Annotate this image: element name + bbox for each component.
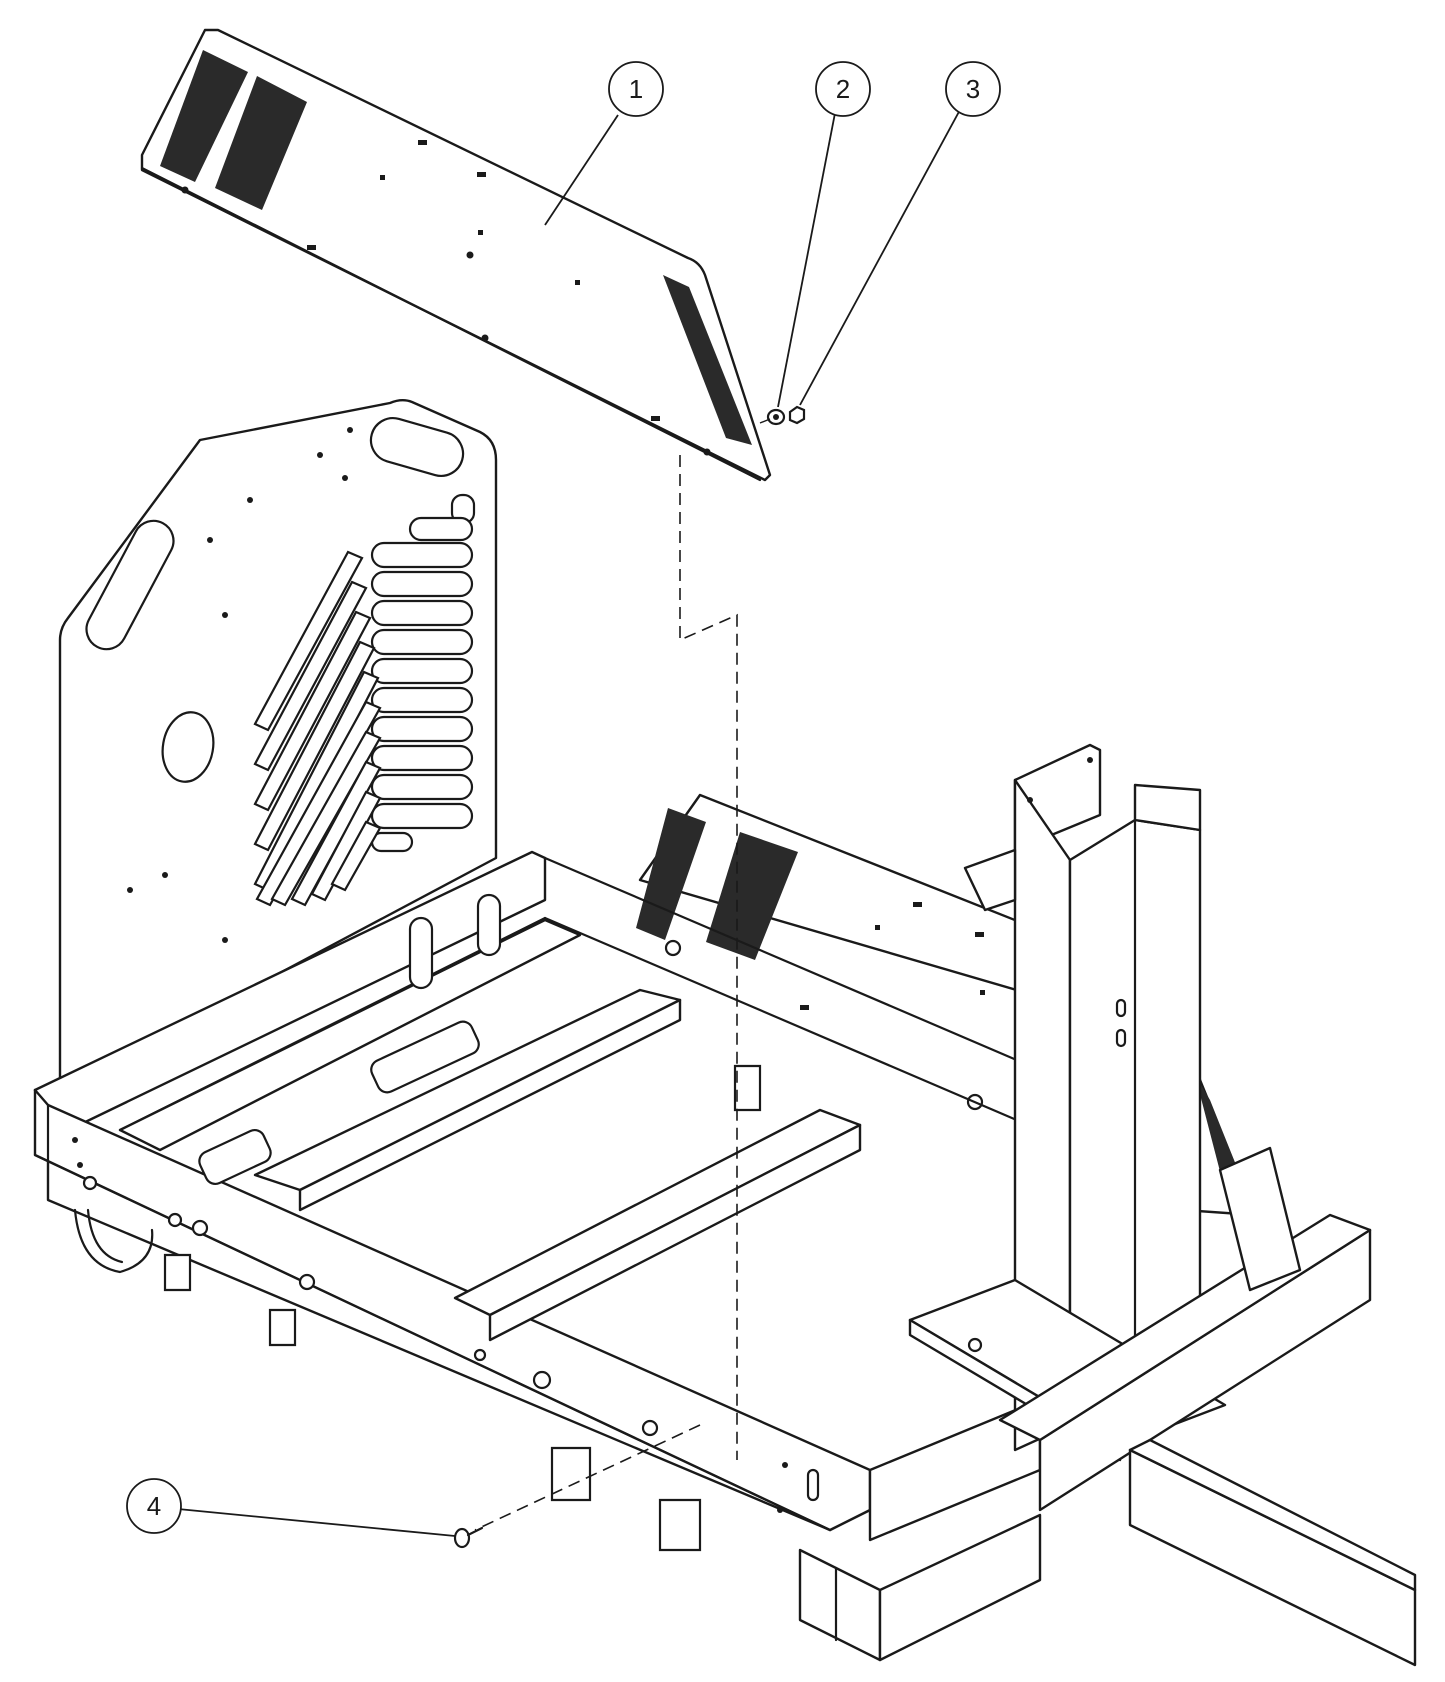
callout-4-label: 4 <box>147 1491 161 1521</box>
callout-1-label: 1 <box>629 74 643 104</box>
assembly-path-cover-to-frame <box>679 455 738 1460</box>
callout-3: 3 <box>945 61 1001 117</box>
cover-louvers-left <box>160 50 307 210</box>
leader-4 <box>177 1508 456 1537</box>
callout-2: 2 <box>815 61 871 117</box>
callout-4: 4 <box>126 1478 182 1534</box>
nut <box>788 405 806 425</box>
vertical-post <box>963 743 1202 1452</box>
base-frame <box>33 850 1042 1552</box>
side-panel-louvers <box>253 550 382 907</box>
callout-2-label: 2 <box>836 74 850 104</box>
left-side-panel <box>58 399 498 1092</box>
callout-1: 1 <box>608 61 664 117</box>
cover-louvers-right <box>663 275 752 445</box>
top-cover-panel <box>140 28 772 482</box>
side-panel-slots <box>370 493 476 853</box>
leader-1 <box>544 114 619 226</box>
assembly-path-screw <box>474 1424 701 1531</box>
leader-3 <box>799 107 962 406</box>
bottom-skid <box>798 1146 1417 1667</box>
callout-3-label: 3 <box>966 74 980 104</box>
washer <box>766 408 786 426</box>
leader-2 <box>777 107 837 408</box>
screw <box>453 1526 484 1549</box>
